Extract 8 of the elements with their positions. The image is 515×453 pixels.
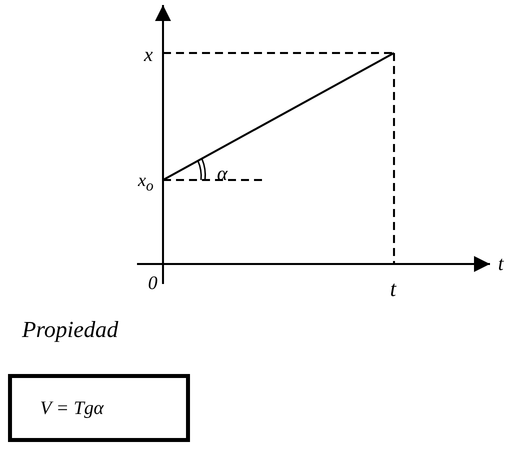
tick-label: t xyxy=(390,278,396,300)
formula-box xyxy=(8,374,190,442)
formula: V = Tgα xyxy=(40,398,104,420)
axis-label: x xyxy=(144,45,153,65)
origin-label: 0 xyxy=(148,274,158,293)
axis-label: x$_{o}$ xyxy=(138,171,154,195)
axis-label: t xyxy=(498,254,504,274)
heading: Propiedad xyxy=(22,318,118,341)
